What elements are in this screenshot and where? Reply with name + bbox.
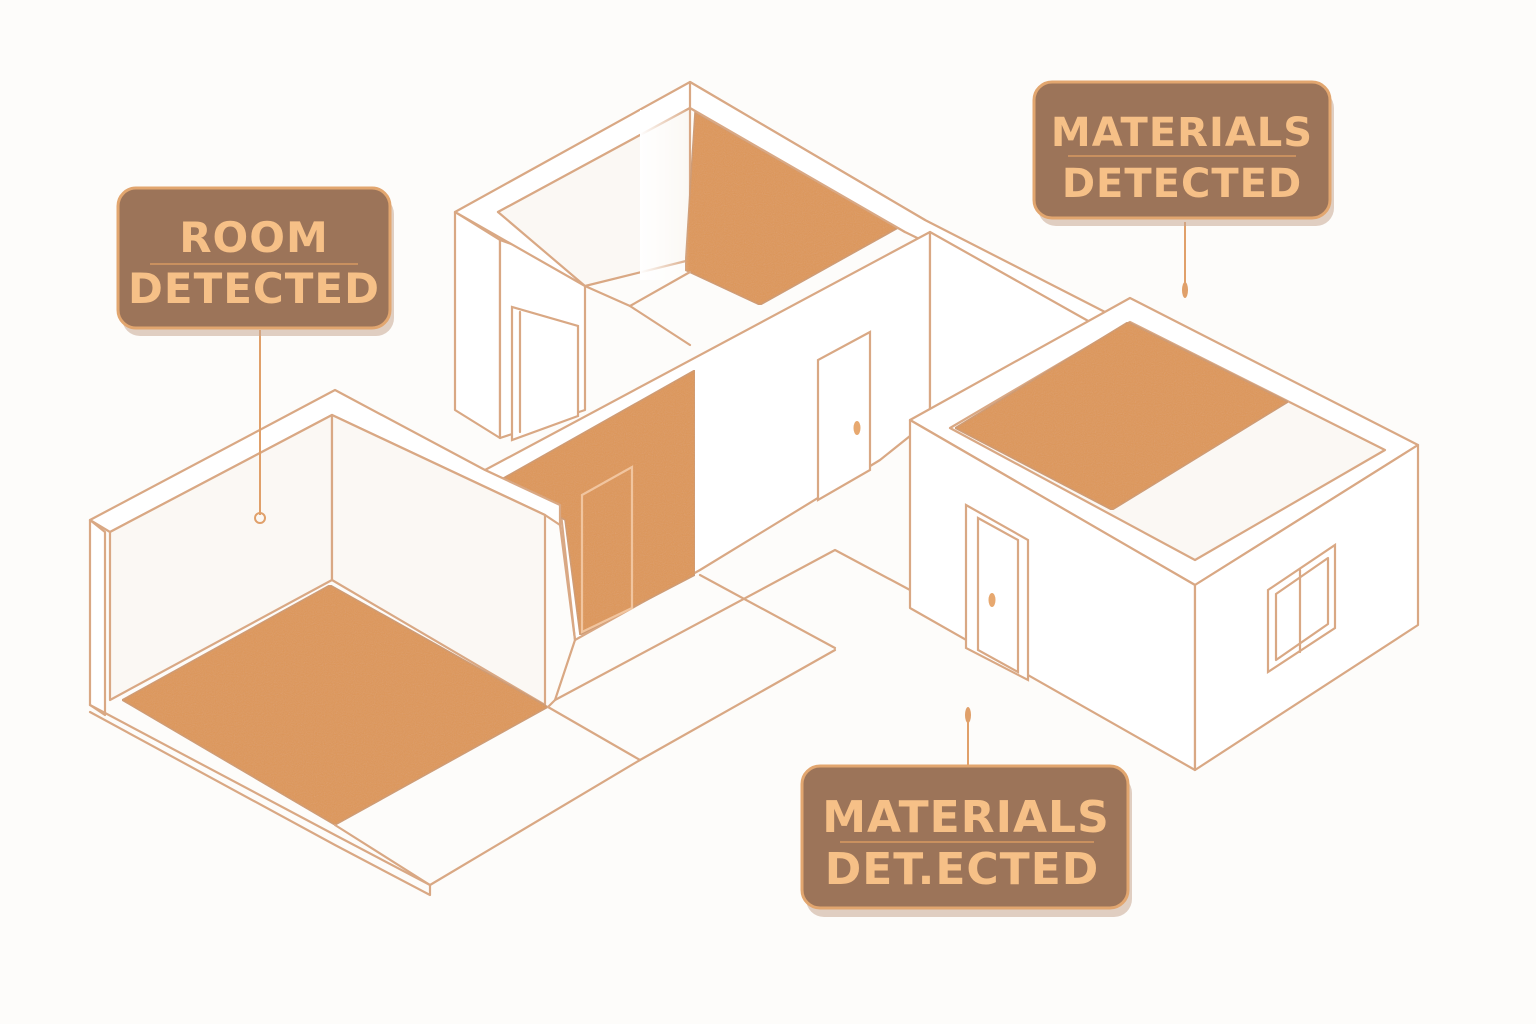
right-room-door-knob bbox=[988, 593, 996, 607]
left-room-floor-edge bbox=[333, 823, 432, 887]
corridor-door bbox=[816, 330, 872, 502]
back-room-door bbox=[510, 305, 580, 442]
left-room-left-wall bbox=[88, 518, 107, 717]
callout-room-detected: ROOM DETECTED bbox=[116, 186, 394, 524]
accent-wall-door bbox=[580, 465, 634, 634]
callout-room-line2: DETECTED bbox=[128, 264, 380, 313]
corridor-floor-edge bbox=[553, 548, 912, 702]
callout-materials-bottom-box bbox=[800, 764, 1130, 910]
left-room-corner-post bbox=[546, 523, 577, 709]
left-room-floor-border bbox=[88, 703, 432, 897]
callout-materials-bottom: MATERIALS DET.ECTED bbox=[800, 707, 1132, 917]
corridor-door-knob bbox=[853, 421, 861, 435]
callout-room-line1: ROOM bbox=[179, 213, 329, 262]
callout-room-anchor bbox=[254, 512, 266, 524]
right-room bbox=[908, 296, 1420, 772]
callout-materials-bottom-line2: DET.ECTED bbox=[825, 844, 1100, 895]
left-room-front-floor-line bbox=[638, 648, 837, 762]
callout-materials-top: MATERIALS DETECTED bbox=[1032, 80, 1334, 298]
callout-materials-bottom-anchor bbox=[965, 707, 971, 723]
corridor-floor-seam bbox=[698, 573, 837, 650]
back-room-floor-line bbox=[628, 304, 692, 347]
callout-materials-top-box bbox=[1032, 80, 1332, 220]
right-room-roof-material bbox=[954, 321, 1289, 511]
back-room-light-glare bbox=[640, 110, 690, 280]
callout-materials-top-anchor bbox=[1182, 282, 1188, 298]
callout-materials-top-line2: DETECTED bbox=[1062, 161, 1302, 207]
left-room bbox=[88, 388, 837, 897]
back-room-left-wall bbox=[453, 210, 502, 440]
right-room-window-inner bbox=[1274, 556, 1330, 662]
back-room bbox=[453, 80, 927, 442]
right-room-door-panel bbox=[976, 516, 1020, 674]
callout-materials-bottom-line1: MATERIALS bbox=[822, 792, 1110, 843]
corridor-block bbox=[483, 80, 1107, 702]
callout-materials-top-line1: MATERIALS bbox=[1051, 110, 1313, 156]
callout-room-box bbox=[116, 186, 392, 330]
right-room-window bbox=[1266, 542, 1337, 675]
